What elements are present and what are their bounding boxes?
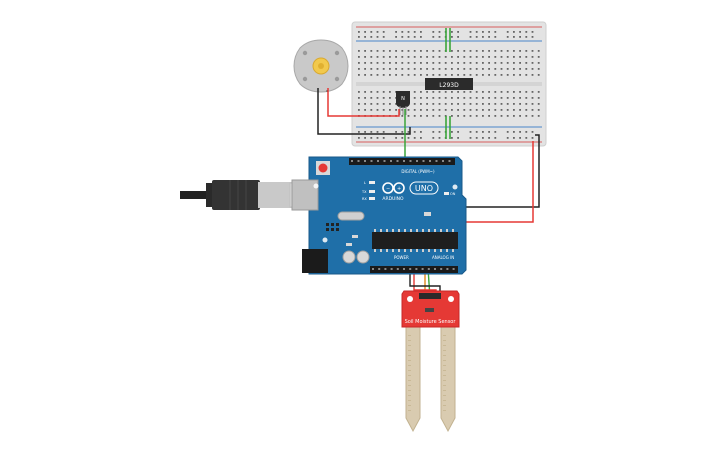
led-l-label: L: [364, 181, 366, 185]
digital-label: DIGITAL (PWM~): [401, 169, 435, 174]
sensor-probe-left: [405, 326, 421, 433]
arduino-logo-text: ARDUINO: [382, 196, 404, 202]
sensor-probe-right: [440, 326, 456, 433]
status-leds: L TX RX ON: [361, 181, 456, 201]
led-tx-label: TX: [361, 190, 367, 194]
on-label: ON: [450, 192, 456, 196]
analog-label: ANALOG IN: [432, 255, 454, 260]
power-analog-header[interactable]: [370, 266, 458, 273]
sensor-label: Soil Moisture Sensor: [405, 319, 457, 325]
digital-header[interactable]: [349, 158, 455, 165]
svg-text:−: −: [386, 186, 390, 192]
model-label: UNO: [415, 184, 433, 193]
atmega-chip: [372, 232, 458, 249]
power-label: POWER: [394, 255, 409, 260]
led-rx-label: RX: [362, 197, 367, 201]
arduino-uno-board[interactable]: DIGITAL (PWM~) L TX RX ON − + ARDUINO UN…: [291, 156, 467, 275]
reset-button[interactable]: [318, 163, 328, 173]
transistor[interactable]: N: [396, 91, 410, 115]
l293d-chip[interactable]: L293D: [425, 78, 473, 90]
dc-motor-icon: [293, 39, 349, 93]
power-jack[interactable]: [302, 249, 328, 273]
power-analog-pins: [372, 268, 455, 270]
transistor-mark: N: [401, 96, 405, 102]
soil-moisture-sensor[interactable]: Soil Moisture Sensor: [401, 290, 460, 433]
chip-label: L293D: [439, 82, 459, 89]
icsp-header: [326, 223, 339, 231]
arduino-logo: − + ARDUINO UNO: [382, 181, 439, 202]
dc-motor[interactable]: [293, 39, 349, 93]
svg-text:+: +: [397, 186, 401, 192]
digital-pins: [351, 160, 451, 162]
usb-port[interactable]: [291, 179, 319, 211]
